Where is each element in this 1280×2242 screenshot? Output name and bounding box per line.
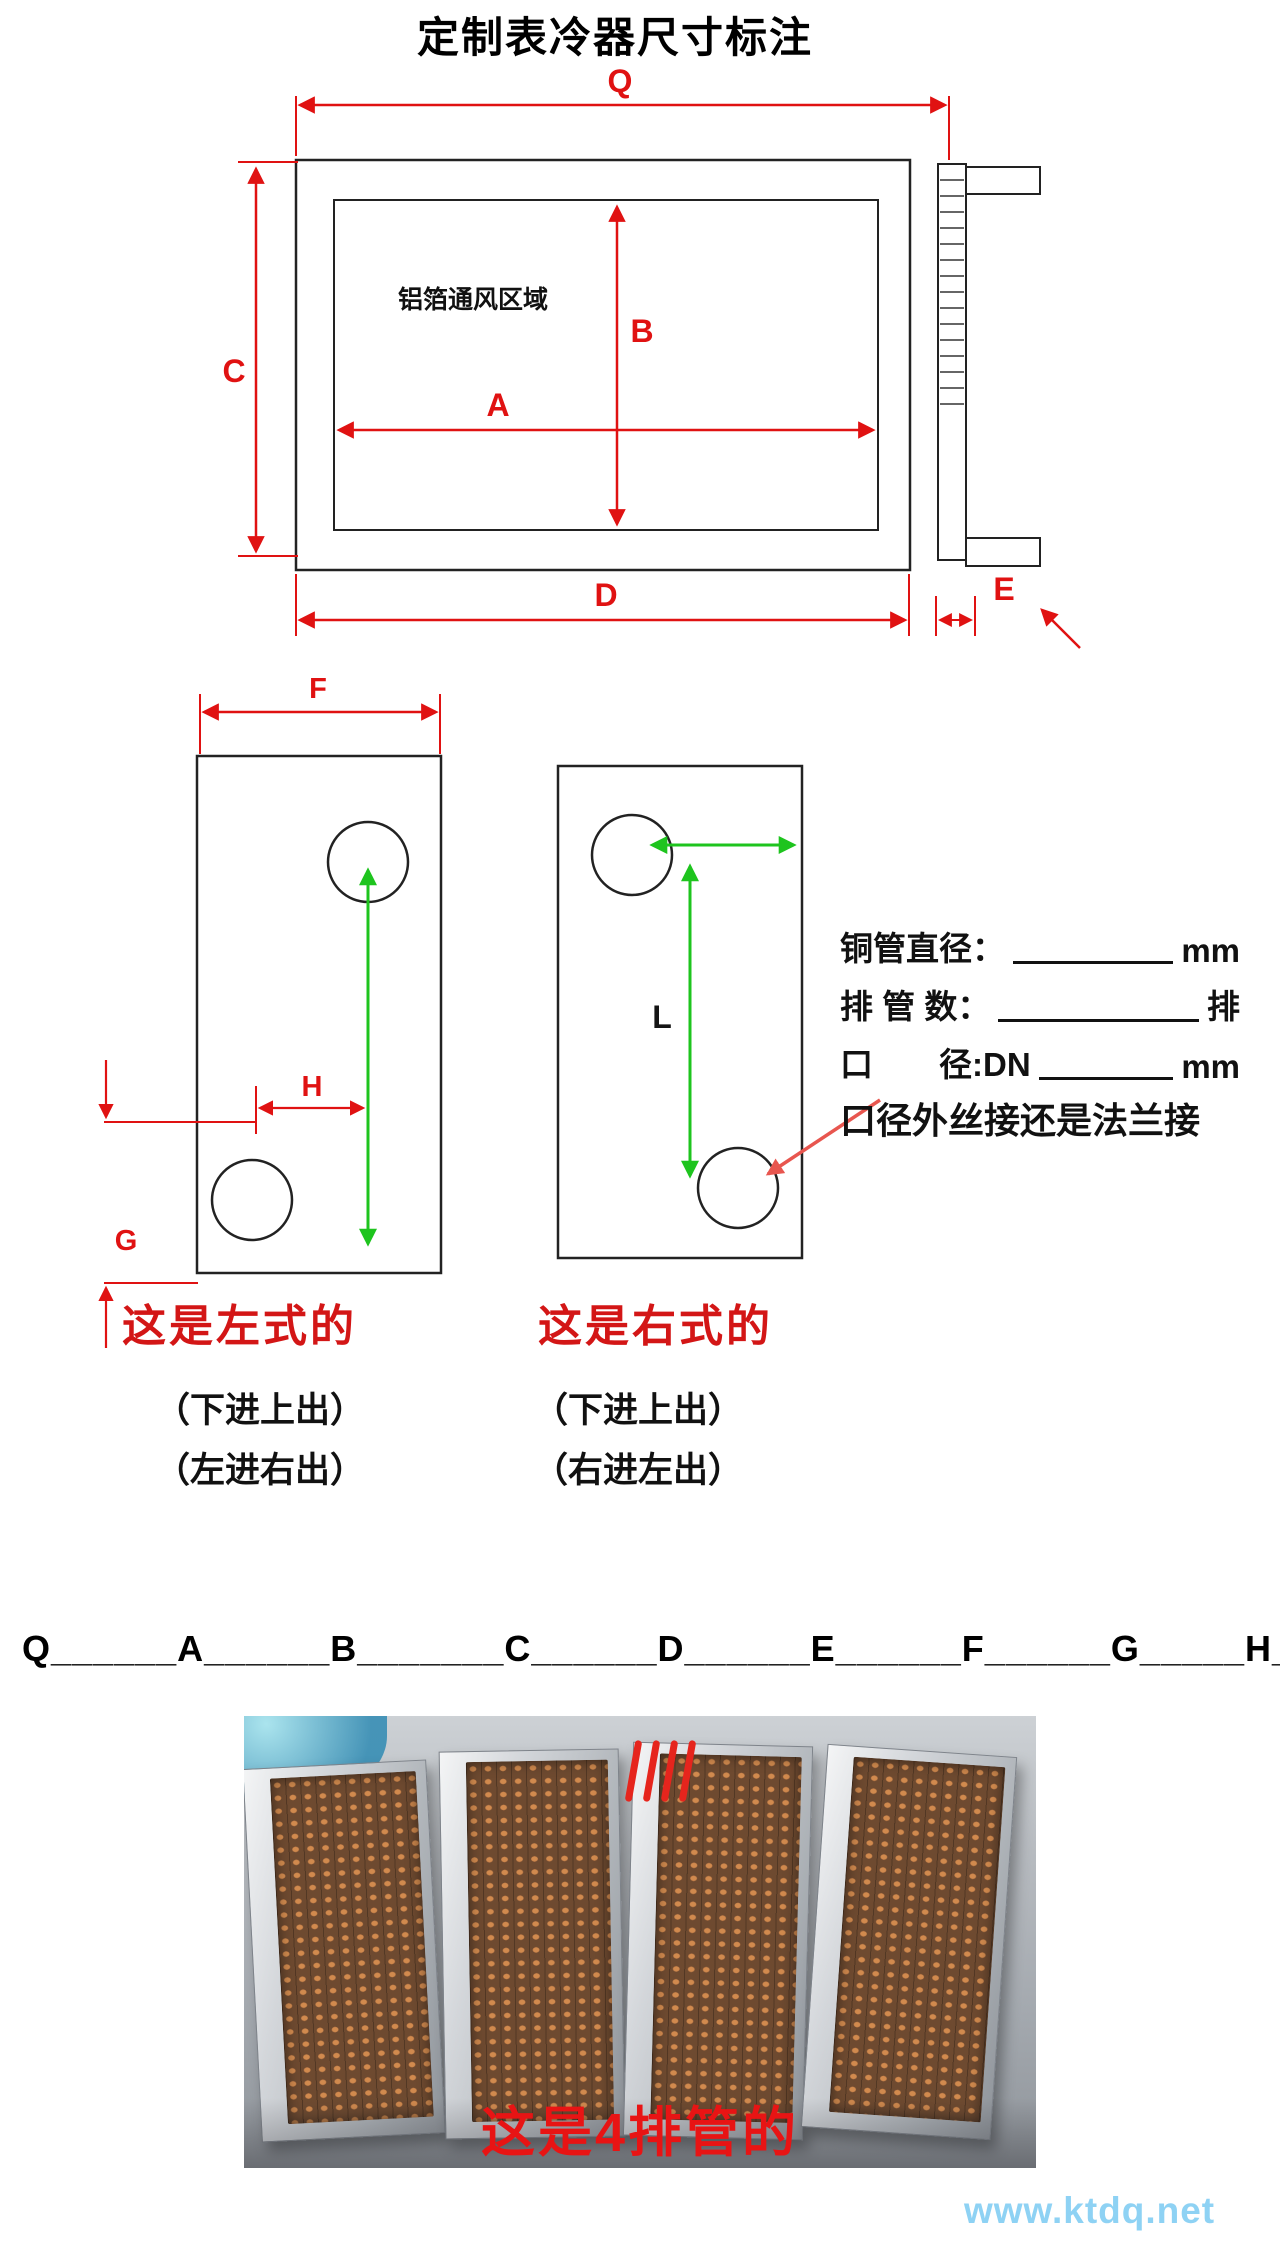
spec-connection-row: 口径外丝接还是法兰接 [840, 1086, 1240, 1144]
dimension-summary-line: Q______A______B_______C______D______E___… [22, 1628, 1280, 1669]
dim-label-l: L [652, 999, 672, 1035]
coil-fin-area [333, 199, 879, 531]
dim-g [98, 1060, 256, 1348]
page-title: 定制表冷器尺寸标注 [416, 14, 813, 61]
top-bracket [965, 166, 1041, 195]
left-pipe-port-bottom [210, 1158, 294, 1242]
spec-form: 铜管直径： mm 排 管 数： 排 口 径:DN mm 口径外丝接还是法兰接 [840, 912, 1240, 1144]
port-diameter-label: 口 径:DN [840, 1046, 1031, 1083]
copper-coil-face [828, 1756, 1006, 2123]
right-pipe-port-bottom [696, 1146, 780, 1230]
left-flow-note-2: （左进右出） [155, 1451, 366, 1490]
right-pipe-port-top [590, 813, 674, 897]
right-flow-note-2: （右进左出） [533, 1451, 744, 1490]
dim-q [295, 96, 950, 160]
tube-sheet [937, 163, 1041, 567]
port-pointer-arrow [765, 1098, 881, 1176]
floor-shadow [244, 2098, 1036, 2168]
dim-label-c: C [222, 353, 245, 389]
bottom-bracket [965, 537, 1041, 567]
tally-mark [624, 1739, 643, 1803]
dim-label-q: Q [608, 63, 633, 99]
dim-h [255, 1086, 366, 1134]
connection-question: 口径外丝接还是法兰接 [840, 1100, 1201, 1141]
copper-coil-face [650, 1753, 802, 2124]
dim-label-d: D [594, 577, 617, 613]
row-count-label: 排 管 数： [840, 988, 991, 1025]
front-view-diagram: Q 铝箔通风区域 B A C D [222, 63, 1081, 649]
copper-coil-face [269, 1771, 434, 2125]
port-diameter-unit: mm [1181, 1048, 1240, 1085]
right-side-plate [556, 764, 804, 1260]
dim-d [295, 574, 910, 636]
dim-label-h: H [302, 1071, 323, 1103]
copper-diameter-unit: mm [1181, 932, 1240, 969]
spec-port-diameter-row: 口 径:DN mm [840, 1028, 1240, 1086]
row-count-unit: 排 [1207, 988, 1240, 1025]
dim-f [199, 694, 441, 754]
dim-c [238, 161, 298, 557]
dim-e [935, 596, 1081, 649]
coil-bank-2 [438, 1748, 626, 2140]
dim-label-g: G [115, 1225, 138, 1257]
spec-row-count-row: 排 管 数： 排 [840, 970, 1240, 1028]
right-flow-note-1: （下进上出） [533, 1391, 744, 1430]
tally-mark [660, 1739, 679, 1803]
fin-lines [940, 179, 964, 405]
dim-label-a: A [486, 387, 509, 423]
photo-caption: 这是4排管的 [480, 2103, 800, 2163]
coil-bank-4 [800, 1743, 1018, 2141]
left-flow-note-1: （下进上出） [155, 1391, 366, 1430]
row-count-blank [998, 1018, 1199, 1022]
watermark: www.ktdq.net [964, 2190, 1216, 2231]
side-views-diagram: F H G L [98, 673, 881, 1348]
tally-mark [642, 1739, 661, 1803]
dim-label-b: B [630, 313, 653, 349]
vent-area-label: 铝箔通风区域 [398, 285, 548, 314]
copper-coil-face [465, 1759, 615, 2123]
copper-diameter-blank [1013, 960, 1174, 964]
row-count-marks [624, 1739, 697, 1803]
left-side-plate [195, 754, 443, 1275]
coil-bank-1 [244, 1759, 446, 2143]
dim-label-e: E [993, 571, 1014, 607]
dim-label-f: F [309, 673, 327, 705]
left-style-caption: 这是左式的 [122, 1302, 357, 1351]
port-diameter-blank [1038, 1076, 1174, 1080]
product-photo: 这是4排管的 [244, 1716, 1036, 2168]
spec-copper-diameter-row: 铜管直径： mm [840, 912, 1240, 970]
right-style-caption: 这是右式的 [538, 1302, 773, 1351]
copper-diameter-label: 铜管直径： [840, 930, 1005, 967]
coil-outer-frame [294, 158, 912, 572]
